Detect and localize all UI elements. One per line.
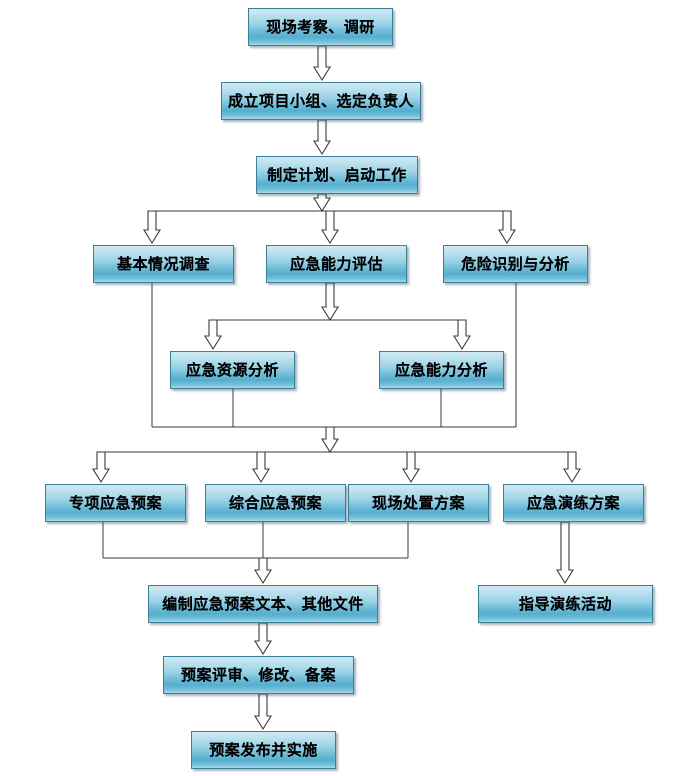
flow-node-label: 成立项目小组、选定负责人: [227, 92, 414, 110]
flow-node-label: 应急能力分析: [394, 361, 488, 379]
flow-node-n11[interactable]: 现场处置方案: [348, 484, 489, 522]
arrow-eval-split: [321, 282, 339, 322]
flow-node-n10[interactable]: 综合应急预案: [205, 484, 346, 522]
arrow-n13-n15: [254, 622, 272, 656]
arrow-to-basic-survey: [143, 210, 161, 245]
flow-node-label: 现场处置方案: [371, 494, 465, 512]
flow-node-label: 综合应急预案: [228, 494, 322, 512]
flow-node-label: 专项应急预案: [68, 494, 162, 512]
arrow-to-capability-eval: [321, 210, 339, 245]
flow-node-label: 危险识别与分析: [461, 255, 570, 273]
flow-node-n15[interactable]: 预案评审、修改、备案: [163, 656, 354, 694]
flow-node-n4[interactable]: 基本情况调查: [93, 245, 234, 283]
arrow-n3-split: [313, 193, 331, 213]
arrow-n1-n2: [313, 45, 331, 82]
arrow-merge-to-split: [321, 426, 339, 454]
flow-node-label: 预案评审、修改、备案: [180, 666, 336, 684]
flow-node-n6[interactable]: 危险识别与分析: [443, 245, 588, 283]
flow-node-n14[interactable]: 指导演练活动: [478, 585, 653, 623]
flow-node-label: 编制应急预案文本、其他文件: [162, 595, 364, 613]
flow-node-n16[interactable]: 预案发布并实施: [191, 731, 336, 769]
flow-node-n2[interactable]: 成立项目小组、选定负责人: [221, 82, 421, 120]
flow-node-n9[interactable]: 专项应急预案: [45, 484, 186, 522]
flow-node-n12[interactable]: 应急演练方案: [503, 484, 644, 522]
flow-node-label: 应急演练方案: [526, 494, 620, 512]
flow-node-label: 基本情况调查: [116, 255, 210, 273]
arrow-drill-to-guide: [556, 521, 574, 585]
arrow-to-comprehensive: [252, 451, 270, 484]
arrow-n15-n16: [254, 693, 272, 731]
block-arrows-group: [92, 45, 581, 731]
arrow-to-special-plan: [92, 451, 110, 484]
flow-node-label: 应急能力评估: [289, 255, 383, 273]
arrow-to-hazard-id: [498, 210, 516, 245]
arrow-to-capability: [453, 319, 471, 351]
arrow-docs-merge: [254, 557, 272, 585]
flow-node-n7[interactable]: 应急资源分析: [170, 351, 295, 389]
flow-node-label: 现场考察、调研: [266, 18, 375, 36]
flow-node-label: 预案发布并实施: [209, 741, 318, 759]
flow-node-label: 应急资源分析: [185, 361, 279, 379]
flow-node-n5[interactable]: 应急能力评估: [266, 245, 407, 283]
arrow-to-drill-plan: [563, 451, 581, 484]
arrow-to-resource: [204, 319, 222, 351]
flow-node-label: 制定计划、启动工作: [267, 166, 407, 184]
arrow-to-onsite: [402, 451, 420, 484]
flow-node-n8[interactable]: 应急能力分析: [379, 351, 504, 389]
flow-node-n13[interactable]: 编制应急预案文本、其他文件: [148, 585, 378, 623]
flow-node-n1[interactable]: 现场考察、调研: [248, 8, 393, 46]
flow-node-n3[interactable]: 制定计划、启动工作: [256, 156, 418, 194]
arrow-n2-n3: [313, 119, 331, 156]
flow-node-label: 指导演练活动: [518, 595, 612, 613]
